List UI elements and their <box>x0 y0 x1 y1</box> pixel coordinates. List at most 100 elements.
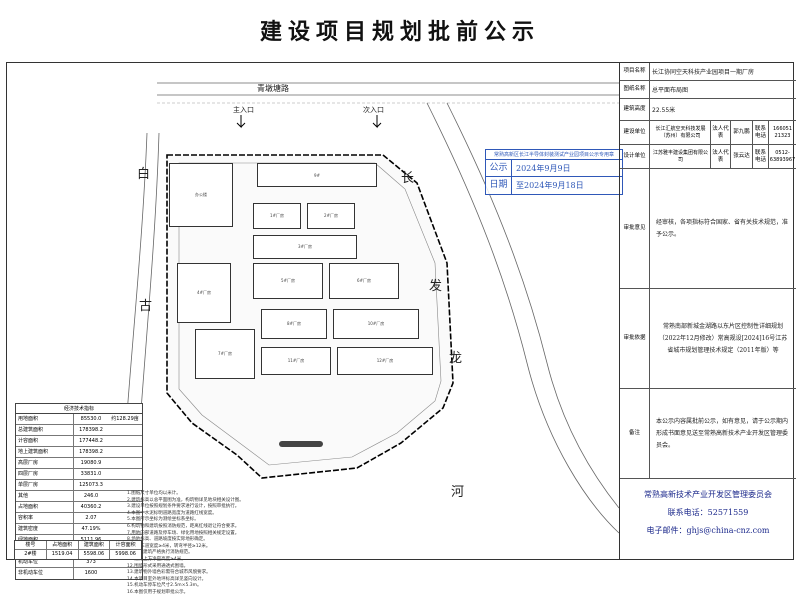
building-label: 12#厂房 <box>376 358 394 363</box>
indicator-name: 计容面积 <box>16 436 74 446</box>
indicator-value: 47.19% <box>81 526 101 532</box>
indicator-value: 177448.2 <box>79 438 103 444</box>
office-building-label: 办公楼 <box>195 192 207 197</box>
indicator-value: 125073.3 <box>79 482 103 488</box>
designer-phone-label: 联系电话 <box>753 145 769 168</box>
note-line: 2.建筑标高以总平面图为准，构筑物详见地块相关设计图。 <box>127 497 244 503</box>
stamp-end-date: 至2024年9月18日 <box>516 181 584 190</box>
footer-phone: 52571559 <box>707 508 749 517</box>
indicator-value: 373 <box>86 559 96 565</box>
indicator-name: 总建筑面积 <box>16 425 74 435</box>
building-7: 7#厂房 <box>195 329 255 379</box>
drawing-name-label: 图纸名称 <box>620 81 650 98</box>
note-line: 7.用地内部道路及停车场、绿化用地按照相关规定设置。 <box>127 530 240 536</box>
footer-block: 常熟高新技术产业开发区管理委员会 联系电话：52571559 电子邮件：ghjs… <box>620 479 796 559</box>
parking-strip <box>279 441 323 447</box>
indicator-value: 1600 <box>84 570 98 576</box>
unit-table-header: 建筑面积 <box>79 541 111 549</box>
note-line: 5.本图所示坐标为测绘坐标系坐标。 <box>127 517 199 523</box>
project-name-row: 项目名称 长江协同空天科技产业园项目一期厂房 <box>620 63 796 81</box>
builder-phone: 166051 21323 <box>772 125 793 139</box>
publicity-stamp: 常熟高新区长江半导体封装测试产业园项目公示专用章 公示 2024年9月9日 日期… <box>485 149 623 195</box>
note-line: 15.机动车停车位尺寸2.5m×5.3m。 <box>127 583 202 589</box>
designer-row: 设计单位 江苏雅丰建设集团有限公司 法人代表 张云达 联系电话 0512-638… <box>620 145 796 169</box>
indicator-value: 2.07 <box>85 515 97 521</box>
unit-table-cell: 5998.06 <box>115 551 136 557</box>
stamp-end-label: 日期 <box>486 177 512 194</box>
note-line: 12.围墙形式采用通透式围墙。 <box>127 563 189 569</box>
height-value: 22.55米 <box>652 107 676 114</box>
unit-table-cell: 2#楼 <box>15 550 47 559</box>
unit-table-header: 占地面积 <box>47 541 79 549</box>
builder-row: 建设单位 长江汇航空天科技发展（苏州）有限公司 法人代表 郭九鹏 联系电话 16… <box>620 121 796 145</box>
indicator-name: 非机动车位 <box>16 568 74 579</box>
indicators-title: 经济技术指标 <box>16 404 142 414</box>
building-5: 5#厂房 <box>253 263 323 299</box>
building-11: 11#厂房 <box>261 347 331 375</box>
internal-road <box>178 162 442 466</box>
indicator-row: 总建筑面积 178398.2 <box>16 425 142 436</box>
note-line: 8.场地标高、道路坡度按实际地形确定。 <box>127 537 208 543</box>
east-road-char: 发 <box>429 279 443 294</box>
basis-label: 审批依据 <box>620 289 650 388</box>
building-label: 3#厂房 <box>298 244 312 249</box>
secondary-entrance-arrow <box>372 115 382 129</box>
note-line: 16.本图仅用于规划审批公示。 <box>127 589 189 595</box>
height-label: 建筑高度 <box>620 99 650 120</box>
indicator-row: 非机动车位 1600 <box>16 568 142 579</box>
building-label: 4#厂房 <box>197 290 211 295</box>
basis-text: 常熟南部新城金湖路以东片区控制性详细规划（2022年12月修改）常高规设[202… <box>658 322 788 354</box>
secondary-entrance-label: 次入口 <box>363 106 384 114</box>
main-entrance-label: 主入口 <box>233 106 254 114</box>
indicator-extra <box>108 480 142 490</box>
building-10: 10#厂房 <box>333 309 419 339</box>
building-3: 3#厂房 <box>253 235 357 259</box>
indicator-name: 单层厂房 <box>16 480 74 490</box>
designer-legal: 张云达 <box>731 145 753 168</box>
east-road-edge <box>426 102 619 534</box>
indicator-name: 用地面积 <box>16 414 74 424</box>
building-label: 11#厂房 <box>287 358 305 363</box>
footer-email: ghjs@china-cnz.com <box>686 526 770 535</box>
indicator-value: 40360.2 <box>80 504 102 510</box>
indicator-value: 178398.2 <box>79 449 103 455</box>
stamp-start-label: 公示 <box>486 160 512 176</box>
east-road-char: 河 <box>451 485 465 500</box>
footer-org: 常熟高新技术产业开发区管理委员会 <box>644 490 772 499</box>
indicator-name: 四层厂房 <box>16 469 74 479</box>
note-line: 1.图纸尺寸单位均以米计。 <box>127 491 181 496</box>
indicator-extra <box>108 436 142 446</box>
builder-name: 长江汇航空天科技发展（苏州）有限公司 <box>651 121 711 144</box>
footer-email-label: 电子邮件： <box>646 526 687 535</box>
indicator-row: 地上建筑面积 178398.2 <box>16 447 142 458</box>
note-line: 9.消防车道宽度≥4米，转弯半径≥12米。 <box>127 543 211 549</box>
builder-legal: 郭九鹏 <box>731 121 753 144</box>
info-panel: 项目名称 长江协同空天科技产业园项目一期厂房 图纸名称 总平面布局图 建筑高度 … <box>619 63 796 559</box>
note-text: 本公示内容属批前公示，如有意见，请于公示期内形成书面意见送至常熟高新技术产业开发… <box>656 417 789 449</box>
indicator-name: 其他 <box>16 491 74 501</box>
north-road-label: 青墩塘路 <box>257 84 289 93</box>
note-line: 14.本项目室外地坪标高详见竖向设计。 <box>127 576 207 582</box>
opinion-label: 审批意见 <box>620 169 650 288</box>
indicator-value: 19080.9 <box>80 460 102 466</box>
indicator-value: 178398.2 <box>79 427 103 433</box>
building-1: 1#厂房 <box>253 203 301 229</box>
indicator-extra <box>108 447 142 457</box>
indicator-value: 33831.0 <box>80 471 102 477</box>
builder-label: 建设单位 <box>620 121 650 144</box>
indicator-value: 85530.0 <box>80 416 102 422</box>
indicator-row: 计容面积 177448.2 <box>16 436 142 447</box>
note-line: 10.所有建筑严格执行消防规范。 <box>127 550 193 556</box>
design-notes: 1.图纸尺寸单位均以米计。2.建筑标高以总平面图为准，构筑物详见地块相关设计图。… <box>127 491 427 597</box>
unit-table-cell: 5598.06 <box>79 550 111 559</box>
indicator-name: 地上建筑面积 <box>16 447 74 457</box>
building-8: 8#厂房 <box>261 309 327 339</box>
designer-name: 江苏雅丰建设集团有限公司 <box>651 145 711 168</box>
building-label: 5#厂房 <box>281 278 295 283</box>
building-9: 9# <box>257 163 377 187</box>
